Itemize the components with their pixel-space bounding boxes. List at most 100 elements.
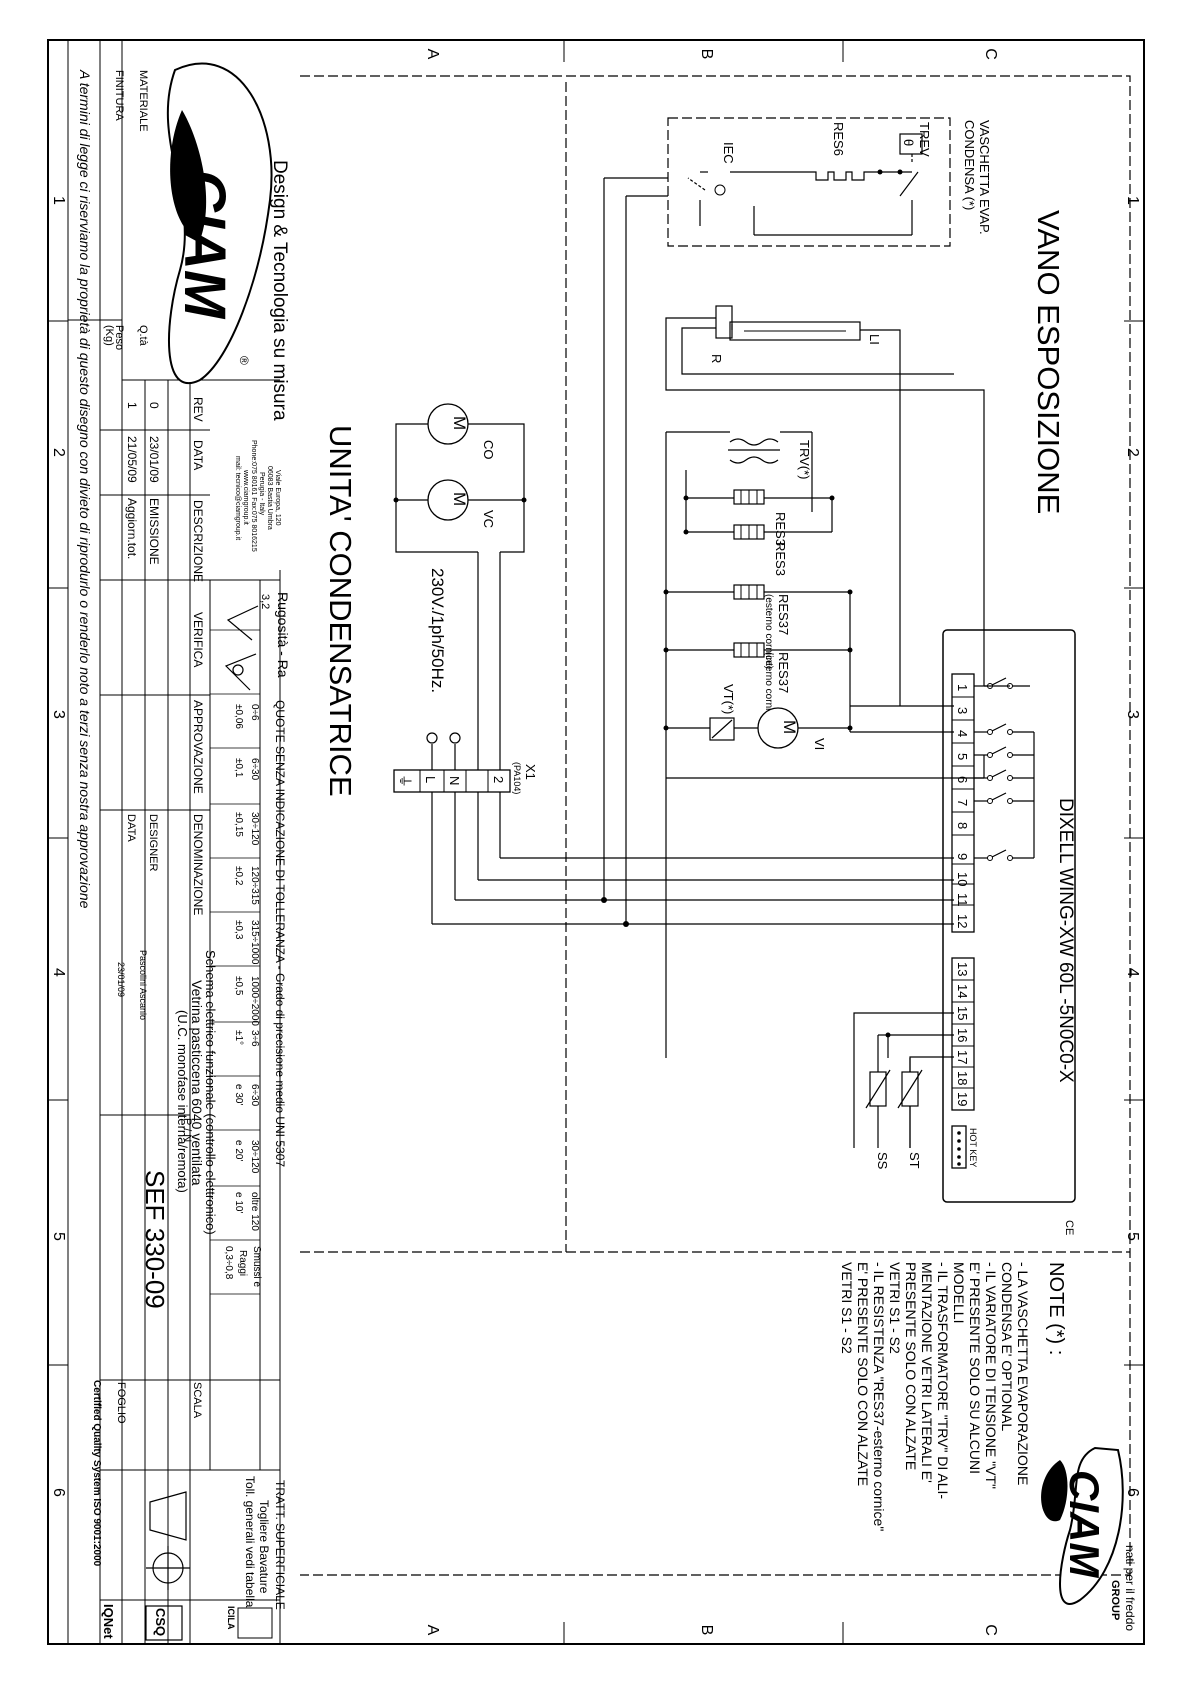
notes-block: NOTE (*) : - LA VASCHETTA EVAPORAZIONE C… <box>839 1262 1067 1531</box>
evaporator-fan-group: VT(*) M VI <box>663 684 985 779</box>
zone-number-right-6: 6 <box>1124 1488 1141 1497</box>
fan-vi-icon <box>757 707 799 749</box>
zone-number-left-1: 1 <box>50 196 67 205</box>
terminal-5: 5 <box>955 753 970 760</box>
rev-1-date: 21/05/09 <box>125 436 139 483</box>
material-block: MATERIALE FINITURA Q.tà Peso (Kg) <box>103 70 149 350</box>
label-res6: RES6 <box>831 122 846 156</box>
zone-letter-top-c: C <box>982 48 999 60</box>
designer-name: Pascolini Ascanio <box>138 950 148 1020</box>
note-line-6: - IL TRASFORMATORE "TRV" DI ALI- <box>935 1262 951 1499</box>
title-block <box>67 40 281 1644</box>
hotkey-label: HOT KEY <box>968 1128 978 1167</box>
tol-range-6: 1000÷2000 <box>249 976 260 1026</box>
label-vt: VT(*) <box>721 684 736 714</box>
label-li: LI <box>867 334 882 345</box>
logo-ciam-right: CIAM <box>1061 1470 1108 1578</box>
rev-header-approvazione: APPROVAZIONE <box>191 700 205 794</box>
condenser-group: M CO M VC 230V./1ph/50Hz. 2 N L ⏚ X1 (PA… <box>393 403 538 924</box>
denominazione-line-3: (U.C. monofase interna/remota) <box>175 1010 190 1193</box>
probe-terminal-labels: 13 14 15 16 17 18 19 <box>955 962 970 1106</box>
tol-value-11: Raggi <box>237 1250 248 1276</box>
label-condensa: CONDENSA (*) <box>962 120 977 210</box>
iso-certification: Certified Quality System ISO 9001:2000 <box>91 1380 102 1567</box>
cert-csq: CSQ <box>153 1608 168 1636</box>
zone-letter-top-b: B <box>698 49 715 60</box>
terminal-15: 15 <box>955 1006 970 1020</box>
zone-letters: A B C A B C <box>424 48 999 1636</box>
cert-iqnet: IQNet <box>101 1604 116 1639</box>
zone-number-right-1: 1 <box>1124 196 1141 205</box>
designer-block: DESIGNER Pascolini Ascanio DATA 23/01/09 <box>116 814 159 1020</box>
tratt-title: TRATT. SUPERFICIALE <box>273 1480 287 1610</box>
zone-number-left-6: 6 <box>50 1488 67 1497</box>
tol-range-11: Smussi e <box>251 1246 262 1288</box>
tol-range-5: 315÷1000 <box>249 920 260 965</box>
rev-header-verifica: VERIFICA <box>191 612 205 667</box>
note-line-2: CONDENSA E' OPTIONAL <box>999 1262 1015 1431</box>
rev-0-number: 0 <box>147 402 161 409</box>
terminal-x1-l: L <box>423 776 438 783</box>
label-peso: Peso <box>113 325 125 350</box>
zone-number-left-3: 3 <box>50 710 67 719</box>
label-res3-a: RES3 <box>773 512 788 546</box>
rev-1-description: Aggiorn.tot. <box>125 498 139 559</box>
zone-numbers: 1 2 3 4 5 6 1 2 3 4 5 6 <box>50 196 1141 1497</box>
fan-vi-motor-letter: M <box>780 720 799 734</box>
terminal-9: 9 <box>955 853 970 860</box>
label-vaschetta: VASCHETTA EVAP. <box>977 120 992 235</box>
label-trev: TREV <box>917 122 932 157</box>
ballast-r-symbol <box>715 305 733 339</box>
tol-range-1: 0÷6 <box>249 704 260 721</box>
tolerance-table: QUOTE SENZA INDICAZIONE DI TOLLERANZA - … <box>223 700 287 1288</box>
denominazione-block: DENOMINAZIONE Schema elettrico funzional… <box>175 814 218 1235</box>
label-foglio: FOGLIO <box>115 1382 127 1424</box>
terminal-3: 3 <box>955 707 970 714</box>
logo-registered: ® <box>237 356 251 365</box>
company-address: Viale Europa, 120 06083 Bastia Umbra Per… <box>234 440 281 552</box>
note-line-7: MENTAZIONE VETRI LATERALI E' <box>919 1262 935 1483</box>
terminal-4: 4 <box>955 730 970 737</box>
zone-number-right-3: 3 <box>1124 710 1141 719</box>
tol-value-7: ±1° <box>233 1030 244 1045</box>
note-line-1: - LA VASCHETTA EVAPORAZIONE <box>1015 1262 1031 1485</box>
tol-value-2: ±0,1 <box>233 758 244 778</box>
tol-value-5: ±0,3 <box>233 920 244 940</box>
rev-1-number: 1 <box>125 402 139 409</box>
terminal-17: 17 <box>955 1050 970 1064</box>
label-pa104: (PA104) <box>512 762 522 794</box>
label-res37-b: RES37 <box>776 652 791 693</box>
terminal-1: 1 <box>955 684 970 691</box>
tratt-block: TRATT. SUPERFICIALE Togliere Bavature To… <box>115 1382 287 1610</box>
label-iec: IEC <box>721 142 736 164</box>
zone-letter-top-a: A <box>424 49 441 60</box>
zone-letter-bottom-a: A <box>424 1625 441 1636</box>
zone-number-right-4: 4 <box>1124 968 1141 977</box>
zone-number-left-4: 4 <box>50 968 67 977</box>
tol-value-3: ±0,15 <box>233 812 244 837</box>
note-line-5: MODELLI <box>951 1262 967 1323</box>
label-qta: Q.tà <box>137 325 149 347</box>
rev-header-data: DATA <box>191 440 205 470</box>
trev-theta-icon: θ <box>901 139 916 146</box>
tol-value-4: ±0,2 <box>233 866 244 886</box>
logo-ciam-left: CIAM <box>172 170 237 320</box>
note-line-9: VETRI S1 - S2 <box>887 1262 903 1354</box>
note-line-3: - IL VARIATORE DI TENSIONE "VT" <box>983 1262 999 1489</box>
title-unita-condensatrice: UNITA' CONDENSATRICE <box>323 425 358 797</box>
label-trv: TRV(*) <box>797 440 812 479</box>
note-line-4: E' PRESENTE SOLO SU ALCUNI <box>967 1262 983 1474</box>
label-denominazione: DENOMINAZIONE <box>191 814 205 915</box>
terminal-16: 16 <box>955 1028 970 1042</box>
label-finitura: FINITURA <box>113 70 125 121</box>
note-line-12: VETRI S1 - S2 <box>839 1262 855 1354</box>
terminal-x1-2: 2 <box>491 776 506 783</box>
note-line-8: PRESENTE SOLO CON ALZATE <box>903 1262 919 1470</box>
label-materiale: MATERIALE <box>137 70 149 132</box>
section-boundaries <box>300 82 1130 1253</box>
tol-extra: 0,3÷0,8 <box>223 1246 234 1280</box>
roughness-block: Rugosità - Ra 3,2 <box>224 592 291 691</box>
terminal-13: 13 <box>955 962 970 976</box>
note-line-10: - IL RESISTENZA "RES37-esterno cornice" <box>871 1262 887 1531</box>
